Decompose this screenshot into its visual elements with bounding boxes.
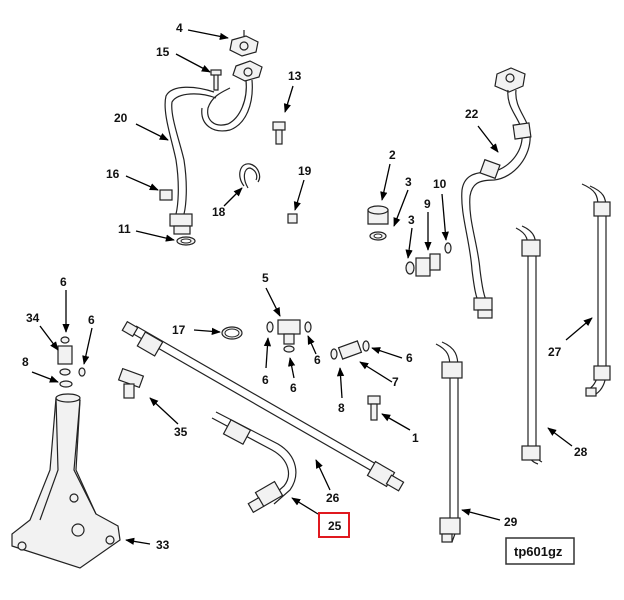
leader-lines (31, 29, 593, 545)
callout-26: 26 (326, 491, 340, 505)
fitting-7 (330, 340, 370, 360)
callout-35: 35 (174, 425, 188, 439)
fitting-19 (287, 213, 298, 224)
callout-34: 34 (26, 311, 40, 325)
callout-10: 10 (433, 177, 447, 191)
callout-29: 29 (504, 515, 518, 529)
callout-6a: 6 (60, 275, 67, 289)
callout-8a: 8 (22, 355, 29, 369)
callout-3a: 3 (405, 175, 412, 189)
callout-4: 4 (176, 21, 183, 35)
figure-id-box: tp601gz (505, 537, 575, 565)
callout-8b: 8 (338, 401, 345, 415)
mounting-bracket-33 (11, 393, 121, 569)
callout-labels: 4 15 13 20 16 19 18 11 22 2 3 10 3 9 6 3… (22, 21, 588, 552)
highlight-box-callout-25 (318, 512, 350, 538)
callout-9: 9 (424, 197, 431, 211)
oil-supply-tube-assembly-20 (159, 30, 263, 246)
callout-17: 17 (172, 323, 186, 337)
drain-tube-assembly-22 (461, 67, 532, 319)
tube-28 (515, 225, 543, 465)
o-ring-17 (221, 326, 243, 340)
callout-6d: 6 (290, 381, 297, 395)
callout-6e: 6 (314, 353, 321, 367)
callout-7: 7 (392, 375, 399, 389)
callout-28: 28 (574, 445, 588, 459)
callout-6f: 6 (406, 351, 413, 365)
callout-2: 2 (389, 148, 396, 162)
callout-1: 1 (412, 431, 419, 445)
callout-6c: 6 (262, 373, 269, 387)
callout-5: 5 (262, 271, 269, 285)
callout-3b: 3 (408, 213, 415, 227)
callout-15: 15 (156, 45, 170, 59)
figure-id-label: tp601gz (514, 544, 563, 559)
fitting-34 (57, 336, 86, 388)
callout-33: 33 (156, 538, 170, 552)
bolt-13 (272, 121, 286, 145)
bolt-1 (367, 395, 381, 421)
elbow-fitting-35 (117, 367, 145, 399)
callout-13: 13 (288, 69, 302, 83)
callout-22: 22 (465, 107, 479, 121)
callout-20: 20 (114, 111, 128, 125)
callout-6b: 6 (88, 313, 95, 327)
tube-27 (581, 183, 611, 397)
callout-19: 19 (298, 164, 312, 178)
callout-27: 27 (548, 345, 562, 359)
tube-26 (121, 320, 405, 492)
clip-18 (239, 163, 261, 189)
callout-25: 25 (328, 519, 342, 533)
callout-18: 18 (212, 205, 226, 219)
callout-11: 11 (118, 222, 131, 236)
callout-16: 16 (106, 167, 120, 181)
tube-29 (435, 341, 463, 543)
fitting-group-9-10 (405, 242, 452, 277)
plug-2 (367, 205, 389, 241)
tube-25 (211, 411, 297, 514)
tee-fitting-5 (266, 319, 312, 353)
